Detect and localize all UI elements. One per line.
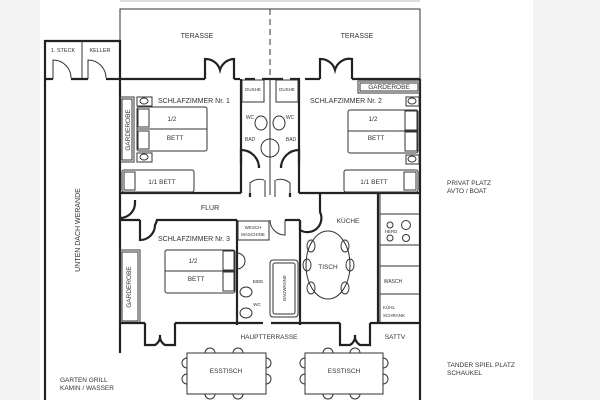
storage-rooms (43, 39, 122, 81)
label-terrace-left: TERASSE (181, 33, 214, 40)
label-bed2-bottom: BETT (368, 135, 385, 142)
kitchen-furniture (302, 213, 420, 300)
label-shower-left: DUSHE (245, 87, 261, 92)
label-bed1-bottom: BETT (167, 135, 184, 142)
label-washing-machine-2: MASCHINE (241, 232, 265, 237)
label-wardrobe-3: GARDEROBE (126, 266, 133, 308)
label-bidet: BIDE (253, 279, 264, 284)
label-wc-right: WC (286, 115, 295, 121)
label-garden-1: GARTEN GRILL (60, 377, 108, 384)
bathroom-fixtures (241, 79, 299, 158)
door-icon (275, 178, 291, 193)
label-parking-1: PRIVAT PLATZ (447, 180, 491, 187)
label-storage-1: 1. STECK (51, 48, 76, 54)
label-main-terrace: HAUPTTERRASSE (240, 334, 298, 341)
label-stove: HERD (385, 229, 399, 234)
label-dining-left: ESSTISCH (210, 368, 243, 375)
bedroom-1-furniture (119, 96, 208, 193)
label-bed1-top: 1/2 (167, 116, 176, 123)
label-veranda: UNTEN DACH WERANDE (75, 188, 82, 272)
label-bathtub: BADWANNE (282, 275, 287, 301)
label-bed3-bottom: BETT (188, 276, 205, 283)
label-sink: WASCH (384, 279, 403, 285)
label-sat-tv: SATTV (385, 334, 406, 341)
label-wc-left: WC (246, 115, 255, 121)
label-dining-right: ESSTISCH (328, 368, 361, 375)
label-garden-2: KAMIN / WASSER (60, 385, 114, 392)
terrace-area (119, 8, 421, 79)
door-icon (52, 59, 72, 79)
label-bath-left: BAD (245, 137, 256, 143)
label-bedroom-2: SCHLAFZIMMER Nr. 2 (310, 98, 382, 105)
label-playground-2: SCHAUKEL (447, 370, 482, 377)
dining-table-right (299, 347, 389, 400)
label-single-bed-2: 1/1 BETT (360, 179, 387, 186)
label-kitchen-table: TISCH (318, 264, 338, 271)
label-fridge-2: SCHRANK (383, 313, 405, 318)
label-kitchen: KÜCHE (337, 217, 360, 225)
label-single-bed-1: 1/1 BETT (148, 179, 175, 186)
label-wc-3: WC (253, 302, 261, 307)
label-bed3-top: 1/2 (188, 258, 197, 265)
label-bedroom-1: SCHLAFZIMMER Nr. 1 (158, 98, 230, 105)
door-icon (249, 178, 265, 193)
label-shower-right: DUSHE (279, 87, 295, 92)
label-bath-right: BAD (286, 137, 297, 143)
bedroom-3-furniture (119, 220, 299, 324)
floor-plan-page (40, 0, 533, 400)
label-storage-2: KELLER (89, 48, 110, 54)
label-terrace-right: TERASSE (341, 33, 374, 40)
label-bedroom-3: SCHLAFZIMMER Nr. 3 (158, 236, 230, 243)
label-wardrobe-2: GARDEROBE (368, 84, 410, 91)
label-wardrobe-1: GARDEROBE (125, 109, 132, 151)
label-washing-machine-1: WESCH (245, 225, 262, 230)
label-hallway: FLUR (201, 205, 219, 212)
bedroom-2-furniture (343, 80, 421, 193)
label-fridge-1: KÜHL (383, 304, 396, 310)
label-playground-1: TANDER SPIEL PLATZ (447, 362, 515, 369)
label-bed2-top: 1/2 (368, 116, 377, 123)
dining-table-left (181, 347, 272, 400)
label-parking-2: AVTO / BOAT (447, 188, 487, 195)
door-icon (87, 59, 107, 79)
terrace-walls (120, 318, 420, 347)
